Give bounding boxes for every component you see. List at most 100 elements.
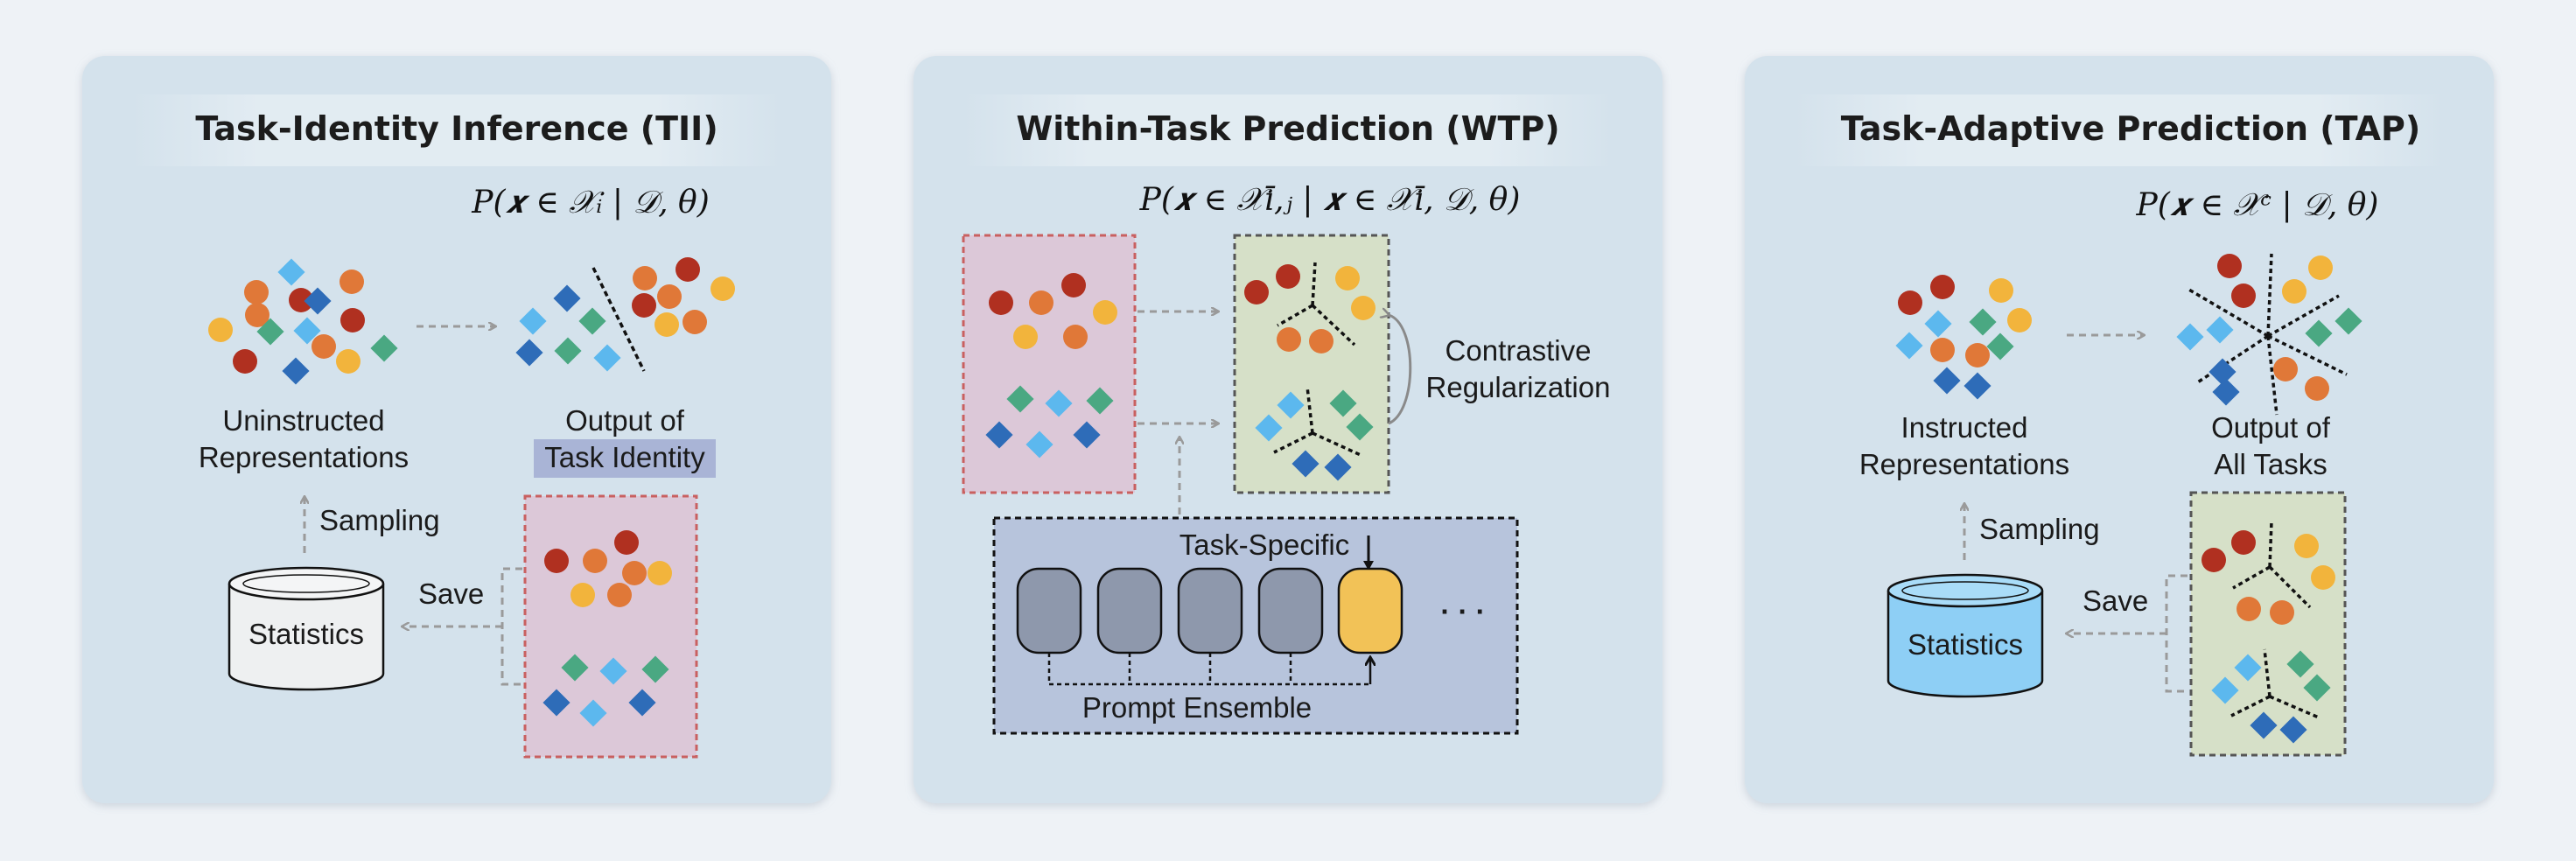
diamond-teal (554, 337, 582, 365)
diamond-light-blue (1045, 389, 1073, 417)
panel-tap-title-band (1794, 94, 2445, 166)
diamond-blue (2208, 358, 2236, 386)
panel-tii-title-band (131, 94, 782, 166)
dot-yellow (654, 312, 679, 337)
diamond-teal (256, 318, 284, 346)
panel-tap-title: Task-Adaptive Prediction (TAP) (1841, 109, 2420, 148)
dot-yellow (1013, 325, 1038, 349)
dot-yellow (2311, 565, 2335, 590)
dot-red (544, 549, 569, 573)
diamond-teal (1986, 332, 2014, 360)
dot-orange (244, 280, 269, 304)
panel-tii-statistics-cylinder (228, 566, 385, 691)
diamond-light-blue (1924, 310, 1952, 338)
decision-boundary (592, 267, 646, 372)
diamond-blue (1933, 367, 1961, 395)
panel-tii-output-label-line2: Task Identity (544, 441, 705, 473)
dot-red (2231, 284, 2256, 308)
panel-tii-output-label-line1: Output of (565, 404, 685, 437)
diamond-light-blue (277, 258, 305, 286)
diamond-light-blue (2176, 323, 2204, 351)
diamond-blue (304, 287, 332, 315)
dot-orange (245, 303, 270, 327)
panel-tii-output-highlight (534, 439, 716, 478)
panel-wtp-ensemble-connectors (1047, 653, 1370, 686)
panel-tii: Task-Identity Inference (TII) P(𝒙 ∈ 𝒳ᵢ |… (82, 56, 831, 803)
prompt-gray (1016, 567, 1082, 654)
panel-wtp-title: Within-Task Prediction (WTP) (1016, 109, 1559, 148)
panel-tii-input-label-line2: Representations (199, 441, 409, 473)
panel-wtp-formula: P(𝒙 ∈ 𝒳ī,ⱼ | 𝒙 ∈ 𝒳ī, 𝒟, θ) (1139, 182, 1521, 218)
panel-wtp-contrastive-label-line1: Contrastive (1446, 334, 1592, 367)
dot-orange (2305, 376, 2329, 401)
dot-yellow (570, 583, 595, 607)
dot-yellow (2282, 279, 2306, 304)
diamond-teal (1086, 387, 1114, 415)
panel-tii-save-label: Save (418, 578, 484, 610)
panel-wtp-boundary-bottom (1273, 386, 1362, 457)
panel-tap: Task-Adaptive Prediction (TAP) P(𝒙 ∈ 𝒳ᶜ … (1745, 56, 2494, 803)
panel-tap-background (1745, 56, 2494, 803)
diamond-light-blue (2234, 654, 2262, 682)
dot-orange (312, 334, 336, 359)
dot-orange (1029, 290, 1054, 315)
dot-red (676, 257, 700, 282)
panel-tap-input-label-line1: Instructed (1901, 411, 2028, 444)
dot-yellow (648, 561, 672, 585)
diamond-light-blue (1895, 332, 1923, 360)
dot-orange (1063, 325, 1088, 349)
panel-wtp-boundary-top (1277, 262, 1356, 346)
diamond-blue (1964, 372, 1992, 400)
dot-orange (1277, 327, 1301, 352)
diamond-teal (370, 334, 398, 362)
diamond-blue (985, 421, 1013, 449)
diamond-blue (553, 284, 581, 312)
diamond-light-blue (519, 307, 547, 335)
dot-orange (622, 561, 647, 585)
prompt-gray (1177, 567, 1243, 654)
diamond-teal (1969, 308, 1997, 336)
dot-red (1930, 275, 1955, 299)
diamond-teal (2305, 319, 2333, 347)
panel-tap-input-label-line2: Representations (1859, 448, 2069, 480)
dot-orange (2273, 357, 2298, 382)
panel-wtp-contrastive-label-line2: Regularization (1426, 371, 1611, 403)
prompt-gray (1257, 567, 1324, 654)
dot-red (289, 288, 313, 312)
dot-red (1244, 280, 1269, 304)
dot-yellow (2007, 308, 2032, 332)
panel-wtp-task-specific-label: Task-Specific (1180, 528, 1349, 561)
panel-wtp-prompt-ensemble-label: Prompt Ensemble (1082, 691, 1312, 724)
diamond-teal (578, 307, 606, 335)
panel-tap-sampling-label: Sampling (1979, 513, 2100, 545)
dot-orange (607, 583, 632, 607)
diamond-blue (2250, 711, 2278, 739)
panel-tap-output-label-line1: Output of (2211, 411, 2331, 444)
dot-orange (1309, 329, 1334, 354)
diamond-light-blue (2206, 316, 2234, 344)
diamond-light-blue (1277, 391, 1305, 419)
diamond-teal (1329, 389, 1357, 417)
dot-yellow (1989, 278, 2013, 303)
dot-red (2202, 548, 2226, 572)
dot-red (632, 293, 656, 318)
panel-wtp-title-band (962, 94, 1614, 166)
dot-red (1276, 264, 1300, 289)
panel-tap-statistics-cylinder (1886, 573, 2044, 698)
diamond-teal (2303, 674, 2331, 702)
panel-tap-statistics-label: Statistics (1908, 628, 2023, 661)
panel-wtp-ellipsis: · · · (1440, 595, 1485, 627)
diamond-light-blue (293, 317, 321, 345)
diamond-blue (2212, 378, 2240, 406)
dot-orange (2270, 600, 2294, 625)
panel-tii-statistics-label: Statistics (248, 618, 364, 650)
panel-wtp: Within-Task Prediction (WTP) P(𝒙 ∈ 𝒳ī,ⱼ … (914, 56, 1662, 803)
dot-orange (2236, 597, 2261, 621)
panel-tap-box-boundary-top (2232, 521, 2312, 609)
panel-tap-input-scatter (1895, 275, 2032, 400)
dot-red (1061, 273, 1086, 298)
prompt-yellow (1337, 567, 1404, 654)
diamond-teal (2334, 307, 2362, 335)
panel-tii-output-scatter (515, 257, 735, 372)
dot-orange (682, 310, 707, 334)
